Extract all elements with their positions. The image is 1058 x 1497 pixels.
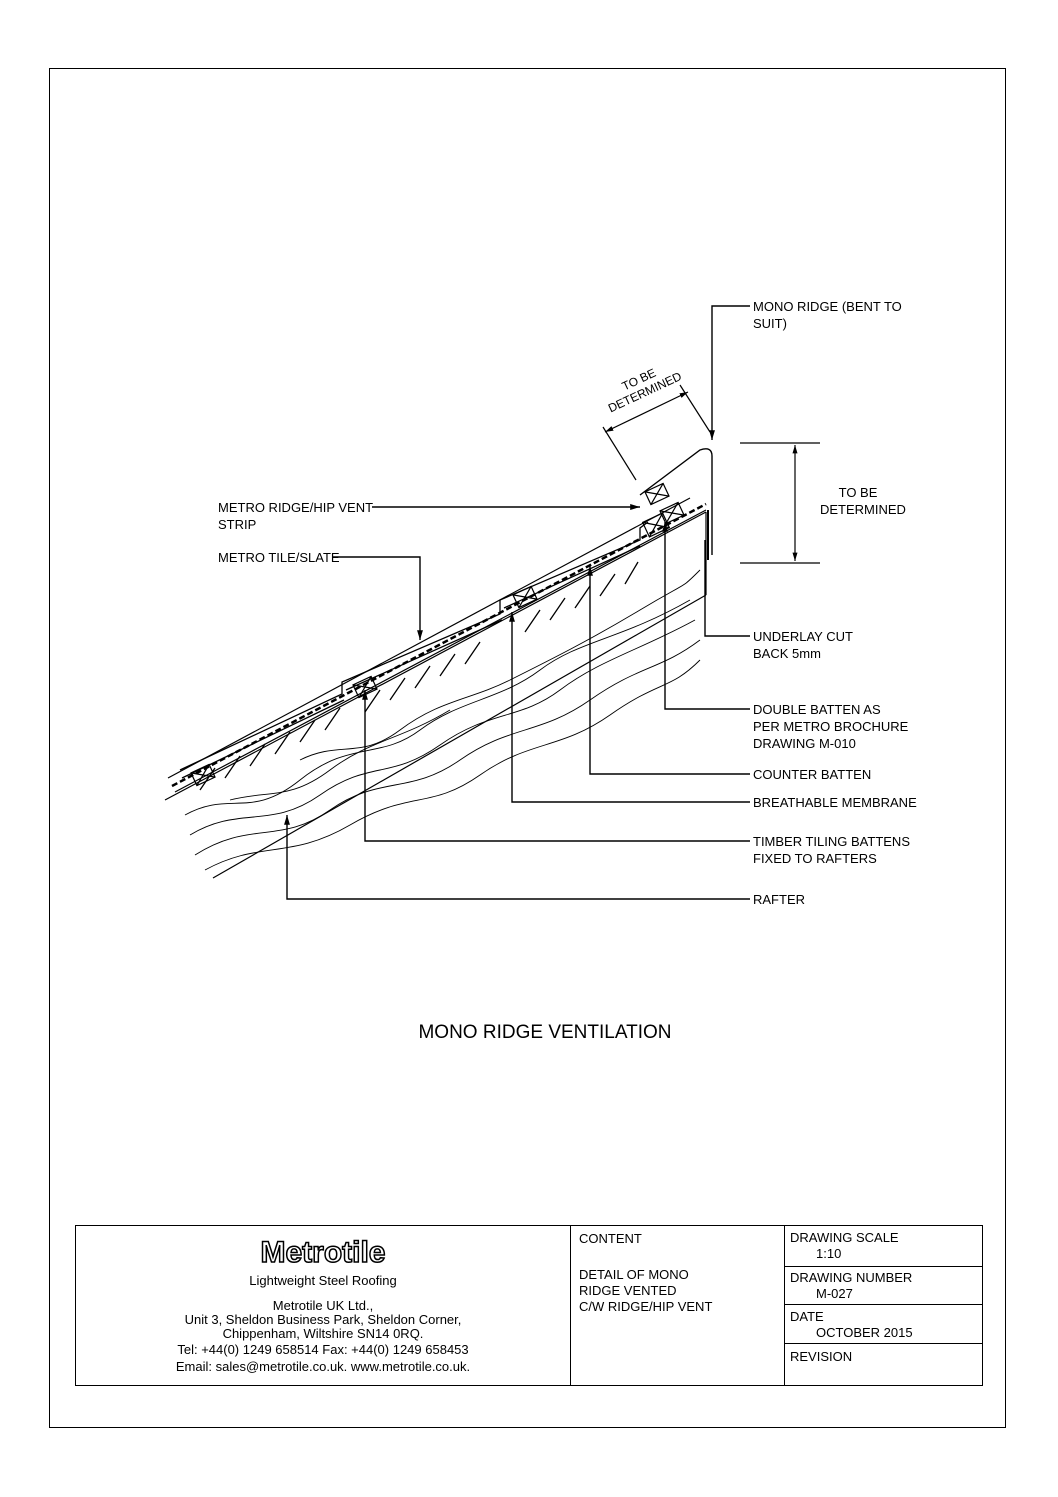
- date-label: DATE: [790, 1309, 824, 1324]
- content-line: C/W RIDGE/HIP VENT: [579, 1299, 713, 1314]
- label-line: METRO RIDGE/HIP VENT: [218, 500, 374, 515]
- label-tile-slate: METRO TILE/SLATE: [218, 550, 340, 565]
- content-line: RIDGE VENTED: [579, 1283, 677, 1298]
- label-line: DOUBLE BATTEN AS: [753, 702, 881, 717]
- title-block: Metrotile Lightweight Steel Roofing Metr…: [75, 1225, 983, 1386]
- phone: Tel: +44(0) 1249 658514 Fax: +44(0) 1249…: [177, 1342, 469, 1357]
- label-double-batten: DOUBLE BATTEN AS PER METRO BROCHURE DRAW…: [753, 701, 908, 752]
- content-line: DETAIL OF MONO: [579, 1267, 689, 1282]
- slope-dimension: [602, 384, 711, 481]
- label-line: PER METRO BROCHURE: [753, 719, 909, 734]
- scale-label: DRAWING SCALE: [790, 1230, 899, 1245]
- label-line: FIXED TO RAFTERS: [753, 851, 877, 866]
- divider: [570, 1226, 571, 1385]
- label-ridge-vent: METRO RIDGE/HIP VENT STRIP: [218, 499, 373, 533]
- company-info: Metrotile Lightweight Steel Roofing Metr…: [76, 1234, 570, 1375]
- tiling-battens: [190, 482, 685, 787]
- svg-text:Metrotile: Metrotile: [260, 1236, 385, 1268]
- content-description: DETAIL OF MONO RIDGE VENTED C/W RIDGE/HI…: [579, 1267, 712, 1315]
- email: Email: sales@metrotile.co.uk. www.metrot…: [175, 1359, 471, 1374]
- metrotile-logo: Metrotile: [260, 1235, 387, 1270]
- drawing-border: [49, 68, 1006, 1428]
- rafter-outline: [164, 511, 707, 879]
- leader-lines: [284, 305, 750, 900]
- date-value: OCTOBER 2015: [816, 1325, 913, 1340]
- divider: [784, 1266, 982, 1267]
- label-mono-ridge: MONO RIDGE (BENT TO SUIT): [753, 298, 902, 332]
- label-counter-batten: COUNTER BATTEN: [753, 767, 872, 782]
- label-rafter: RAFTER: [753, 892, 805, 907]
- label-line: DRAWING M-010: [753, 736, 856, 751]
- mono-ridge: [639, 448, 713, 555]
- label-line: STRIP: [218, 517, 257, 532]
- drawing-title: MONO RIDGE VENTILATION: [418, 1022, 672, 1043]
- label-line: UNDERLAY CUT: [753, 629, 853, 644]
- label-membrane: BREATHABLE MEMBRANE: [753, 795, 917, 810]
- content-label: CONTENT: [579, 1231, 642, 1246]
- label-line: MONO RIDGE (BENT TO: [753, 299, 902, 314]
- divider: [784, 1304, 982, 1305]
- label-line: BACK 5mm: [753, 646, 821, 661]
- number-label: DRAWING NUMBER: [790, 1270, 913, 1285]
- dim-line: DETERMINED: [820, 502, 906, 517]
- label-line: TIMBER TILING BATTENS: [753, 834, 910, 849]
- number-value: M-027: [816, 1286, 853, 1301]
- label-underlay: UNDERLAY CUT BACK 5mm: [753, 628, 853, 662]
- revision-label: REVISION: [790, 1349, 853, 1364]
- membrane-and-counter-batten: [167, 497, 707, 793]
- label-tiling-battens: TIMBER TILING BATTENS FIXED TO RAFTERS: [753, 833, 910, 867]
- address-line: Chippenham, Wiltshire SN14 0RQ.: [222, 1326, 424, 1341]
- address-line: Unit 3, Sheldon Business Park, Sheldon C…: [184, 1312, 462, 1327]
- divider: [784, 1226, 785, 1385]
- label-line: SUIT): [753, 316, 787, 331]
- tagline: Lightweight Steel Roofing: [249, 1273, 397, 1288]
- vertical-dimension: [740, 442, 820, 564]
- wood-grain: [184, 569, 701, 871]
- metal-tiles: [179, 521, 649, 791]
- vertical-dimension-text: TO BE DETERMINED: [820, 484, 906, 518]
- scale-value: 1:10: [816, 1246, 842, 1261]
- divider: [784, 1343, 982, 1344]
- address-line: Metrotile UK Ltd.,: [272, 1298, 374, 1313]
- dim-line: TO BE: [838, 485, 878, 500]
